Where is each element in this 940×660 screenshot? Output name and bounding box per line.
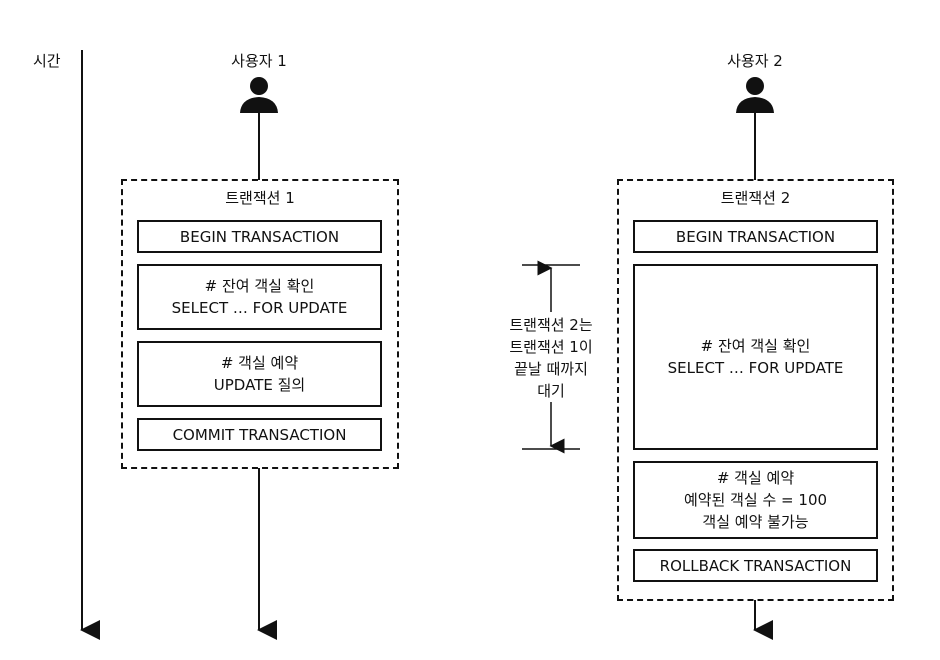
transaction-1-frame: 트랜잭션 1 [121,179,399,469]
transaction-2-title: 트랜잭션 2 [720,189,791,207]
t2-rollback-step: ROLLBACK TRANSACTION [633,549,878,582]
user-2-name: 사용자 2 [727,52,783,70]
t1-reserve-query: UPDATE 질의 [213,376,306,394]
t2-rollback-text: ROLLBACK TRANSACTION [659,556,852,575]
t2-check-rooms-query: SELECT … FOR UPDATE [667,359,844,377]
t2-check-rooms-step: # 잔여 객실 확인 SELECT … FOR UPDATE [633,264,878,450]
wait-note-line-2: 트랜잭션 1이 [509,338,593,356]
t1-check-rooms-comment: # 잔여 객실 확인 [204,277,315,295]
transaction-1-title: 트랜잭션 1 [225,189,295,207]
user-1-icon [240,77,278,113]
t2-reserve-count: 예약된 객실 수 = 100 [683,491,828,509]
t2-reserve-step: # 객실 예약 예약된 객실 수 = 100 객실 예약 불가능 [633,461,878,539]
t1-begin-step: BEGIN TRANSACTION [137,220,382,253]
t1-check-rooms-step: # 잔여 객실 확인 SELECT … FOR UPDATE [137,264,382,330]
wait-note-line-1: 트랜잭션 2는 [509,316,593,334]
t1-commit-step: COMMIT TRANSACTION [137,418,382,451]
t1-check-rooms-query: SELECT … FOR UPDATE [171,299,348,317]
wait-bracket [522,260,580,454]
wait-note-line-4: 대기 [537,382,565,400]
time-axis-label: 시간 [33,52,61,70]
user-2-icon [736,77,774,113]
t2-begin-text: BEGIN TRANSACTION [675,227,836,246]
t1-commit-text: COMMIT TRANSACTION [172,425,347,444]
t2-reserve-unavailable: 객실 예약 불가능 [702,513,809,531]
transaction-2-frame: 트랜잭션 2 [617,179,894,601]
t2-check-rooms-comment: # 잔여 객실 확인 [700,337,811,355]
t2-begin-step: BEGIN TRANSACTION [633,220,878,253]
wait-note: 트랜잭션 2는 트랜잭션 1이 끝날 때까지 대기 [491,314,611,402]
user-1-name: 사용자 1 [231,52,287,70]
t2-reserve-comment: # 객실 예약 [716,469,795,487]
t1-begin-text: BEGIN TRANSACTION [179,227,340,246]
t1-reserve-step: # 객실 예약 UPDATE 질의 [137,341,382,407]
t1-reserve-comment: # 객실 예약 [220,354,299,372]
wait-note-line-3: 끝날 때까지 [514,360,588,378]
